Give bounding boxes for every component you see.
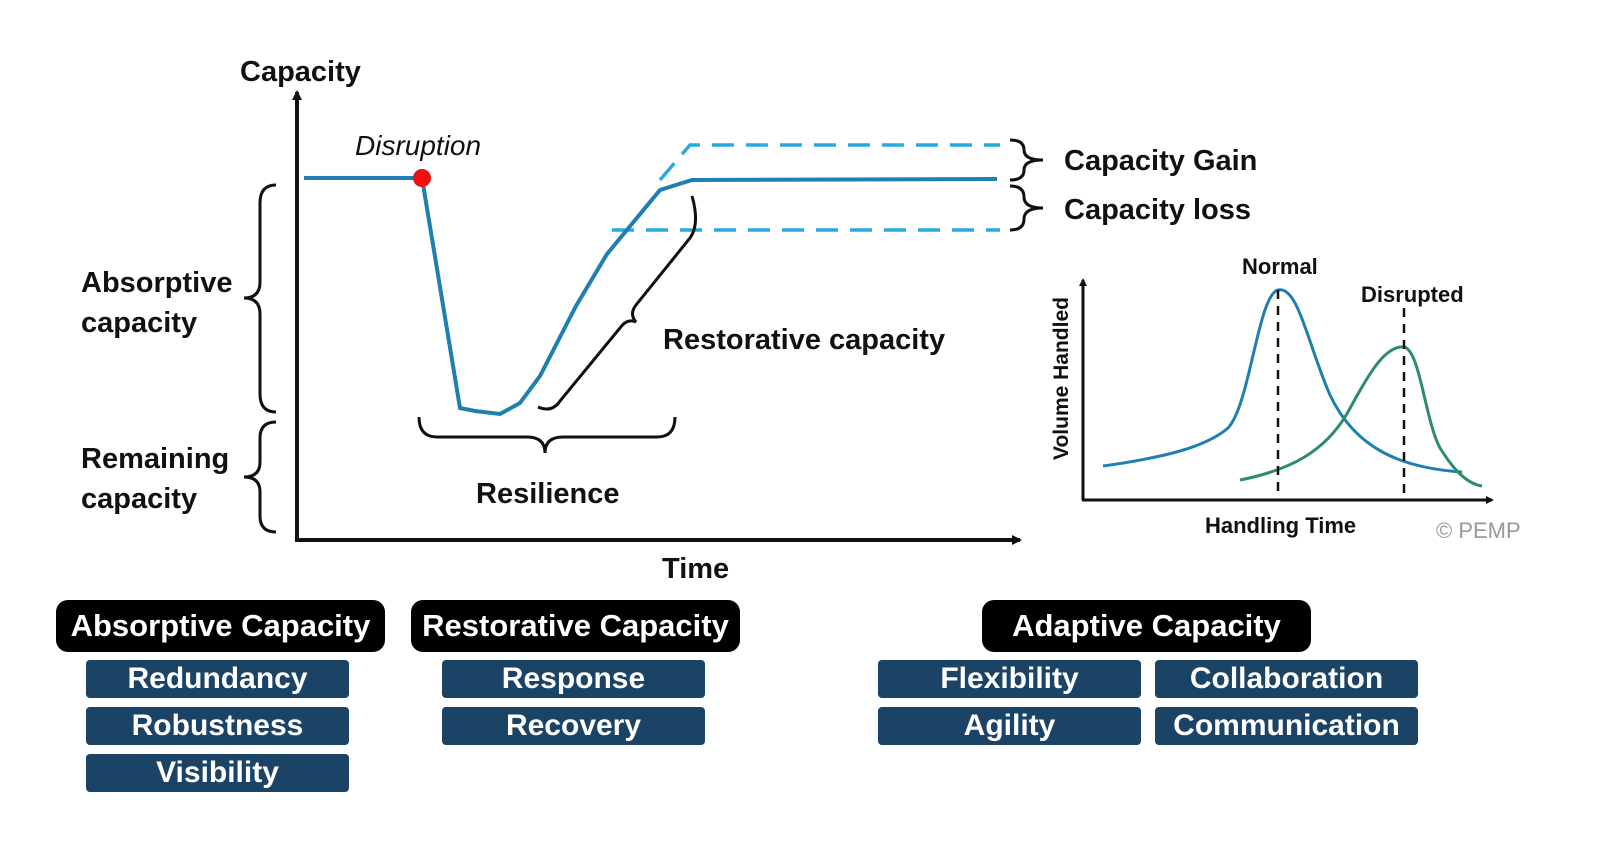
disrupted-label: Disrupted — [1361, 282, 1464, 307]
disruption-point — [413, 169, 431, 187]
redundancy-chip: Redundancy — [86, 660, 349, 698]
visibility-chip: Visibility — [86, 754, 349, 792]
remaining-label-line1: Remaining — [81, 443, 229, 475]
absorptive-brace — [243, 183, 277, 414]
capacity-loss-label: Capacity loss — [1064, 194, 1251, 226]
disruption-label: Disruption — [355, 130, 481, 161]
communication-chip: Communication — [1155, 707, 1418, 745]
adaptive-capacity-header: Adaptive Capacity — [982, 600, 1311, 652]
absorptive-label-line1: Absorptive — [81, 267, 232, 299]
capacity-gain-dashed-line — [658, 143, 1000, 182]
robustness-chip: Robustness — [86, 707, 349, 745]
capacity-loss-brace — [1009, 184, 1044, 232]
copyright-text: © PEMP — [1436, 518, 1521, 543]
response-chip: Response — [442, 660, 705, 698]
x-axis-label: Time — [662, 553, 729, 585]
inset-x-axis-label: Handling Time — [1205, 513, 1356, 538]
inset-y-axis-label: Volume Handled — [1050, 297, 1073, 460]
y-axis-label: Capacity — [240, 56, 361, 88]
normal-label: Normal — [1242, 254, 1318, 279]
resilience-label: Resilience — [476, 478, 619, 510]
collaboration-chip: Collaboration — [1155, 660, 1418, 698]
restorative-capacity-header: Restorative Capacity — [411, 600, 740, 652]
flexibility-chip: Flexibility — [878, 660, 1141, 698]
recovery-chip: Recovery — [442, 707, 705, 745]
absorptive-capacity-header: Absorptive Capacity — [56, 600, 385, 652]
capacity-gain-label: Capacity Gain — [1064, 145, 1257, 177]
resilience-brace — [417, 416, 677, 454]
remaining-brace — [243, 420, 277, 534]
disrupted-curve — [1239, 345, 1483, 488]
capacity-gain-brace — [1009, 138, 1044, 182]
capacity-line — [304, 176, 998, 417]
normal-curve — [1102, 288, 1463, 474]
remaining-label-line2: capacity — [81, 483, 197, 515]
resilience-diagram: Capacity Time Disruption Capacity Gain C… — [81, 56, 1521, 585]
absorptive-label-line2: capacity — [81, 307, 197, 339]
restorative-label: Restorative capacity — [663, 324, 945, 356]
restorative-brace — [537, 195, 697, 411]
agility-chip: Agility — [878, 707, 1141, 745]
